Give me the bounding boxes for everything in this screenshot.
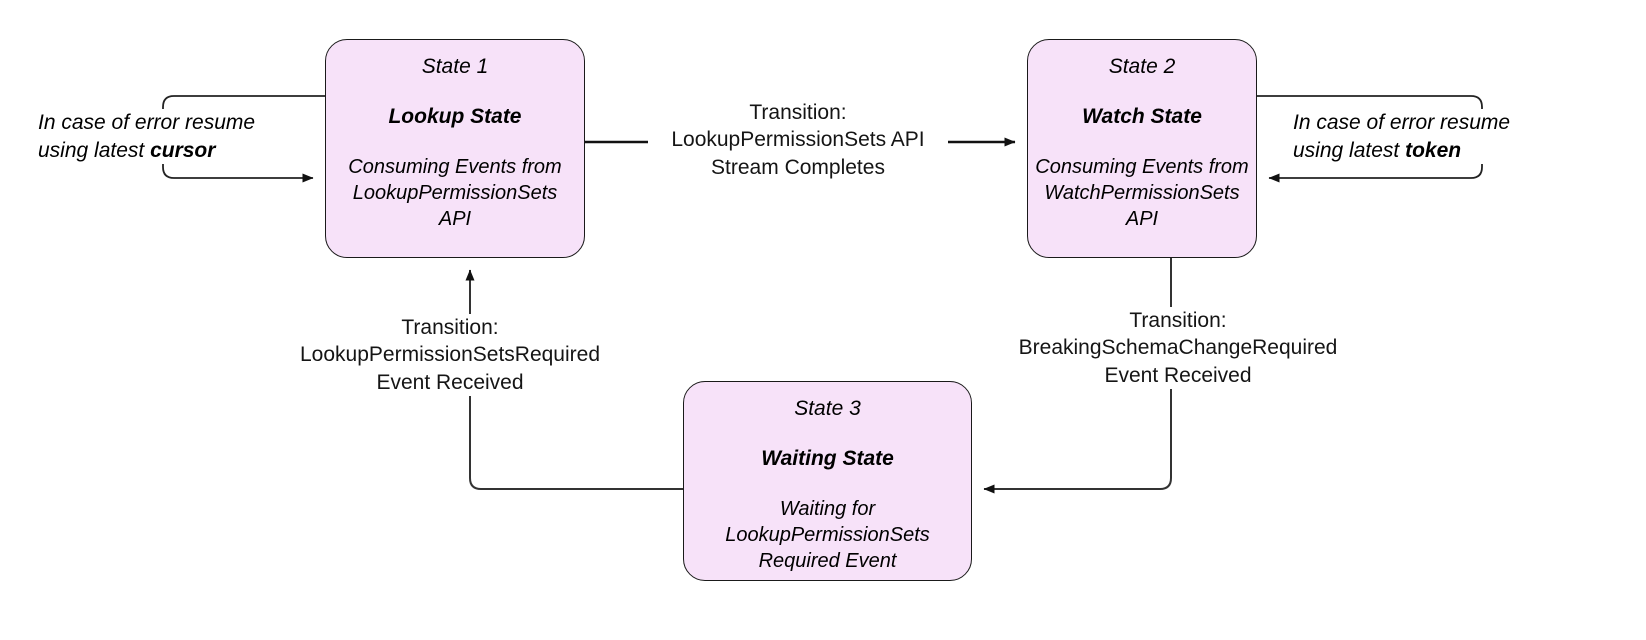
state-2-name: Watch State xyxy=(1082,105,1202,129)
self-loop-label-state2-line1: In case of error resume xyxy=(1293,111,1511,134)
self-loop-label-state1-line1: In case of error resume xyxy=(38,111,256,134)
self-loop-label-state1-line2: using latest cursor xyxy=(38,137,255,165)
state-3-id: State 3 xyxy=(794,397,861,420)
self-loop-label-state2-emphasis: token xyxy=(1405,138,1462,162)
state-node-3[interactable]: State 3 Waiting State Waiting for Lookup… xyxy=(683,381,972,581)
self-loop-label-state2-prefix: using latest xyxy=(1293,138,1406,162)
transition-label-state1-to-state2: Transition: LookupPermissionSets API Str… xyxy=(648,99,948,181)
transition-label-state2-to-state3: Transition: BreakingSchemaChangeRequired… xyxy=(1000,307,1356,389)
self-loop-label-state1: In case of error resume using latest cur… xyxy=(38,109,256,165)
self-loop-label-state1-emphasis: cursor xyxy=(150,138,216,162)
self-loop-label-state2: In case of error resume using latest tok… xyxy=(1293,109,1511,165)
state-1-description: Consuming Events from LookupPermissionSe… xyxy=(348,156,562,231)
edge-state3-to-state1 xyxy=(465,269,683,490)
state-3-name: Waiting State xyxy=(761,447,894,471)
state-3-description: Waiting for LookupPermissionSets Require… xyxy=(725,498,930,573)
transition-label-state3-to-state1: Transition: LookupPermissionSetsRequired… xyxy=(285,314,615,396)
state-node-1[interactable]: State 1 Lookup State Consuming Events fr… xyxy=(325,39,585,258)
state-node-2[interactable]: State 2 Watch State Consuming Events fro… xyxy=(1027,39,1257,258)
self-loop-label-state1-prefix: using latest xyxy=(38,138,151,162)
edge-state2-to-state3 xyxy=(983,258,1172,494)
state-2-description: Consuming Events from WatchPermissionSet… xyxy=(1035,156,1249,231)
state-1-id: State 1 xyxy=(421,55,489,78)
state-2-id: State 2 xyxy=(1108,55,1176,78)
self-loop-label-state2-line2: using latest token xyxy=(1293,137,1510,165)
state-1-name: Lookup State xyxy=(388,105,522,129)
